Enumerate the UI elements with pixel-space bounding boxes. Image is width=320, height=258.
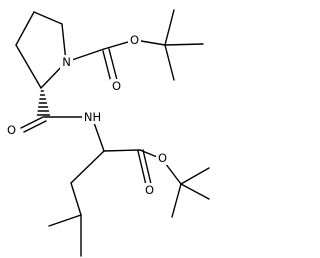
bond-cbeta-cgamma — [70, 182, 82, 216]
amide-nh-label: NH — [84, 110, 101, 124]
bond-tbu2-me3 — [171, 183, 182, 218]
atom-labels: N O O O NH O O — [5, 33, 169, 197]
bond-amide-c-o-double-2 — [23, 120, 47, 133]
boc-group — [65, 9, 204, 87]
bond-tbu-me2 — [164, 43, 204, 46]
molecule-diagram: N O O O NH O O — [5, 9, 210, 257]
ester-oxygen-label: O — [158, 151, 167, 165]
amide-oxygen-label: O — [7, 123, 16, 137]
leucine-ester — [48, 116, 210, 257]
pyrrolidine-ring — [15, 11, 67, 89]
bond-tbu-me3 — [164, 44, 175, 81]
bond-tbu-me1 — [164, 9, 175, 46]
bond-tbu2-me1 — [180, 167, 210, 185]
bond-ester-c-o-double-1 — [137, 150, 147, 186]
bond-ester-c-o-double-2 — [142, 149, 152, 185]
ring-bond-c3-c4 — [15, 11, 35, 46]
bond-tbu2-me2 — [180, 183, 210, 200]
ring-bond-c4-c5 — [33, 11, 63, 25]
bond-calpha-ester-c — [103, 149, 141, 152]
ester-carbonyl-oxygen-label: O — [145, 183, 154, 197]
bond-cgamma-me1 — [48, 214, 82, 227]
amide-group — [20, 116, 93, 133]
stereo-hash-bond — [36, 90, 51, 116]
bond-amide-c-o-double-1 — [20, 116, 44, 129]
ring-bond-c2-c3 — [15, 44, 42, 89]
bond-carbamate-c-o-double-2 — [108, 48, 119, 85]
carbamate-carbonyl-oxygen-label: O — [112, 79, 121, 93]
bond-calpha-cbeta — [70, 150, 105, 184]
ring-nitrogen-label: N — [62, 55, 71, 69]
carbamate-ester-oxygen-label: O — [130, 33, 139, 47]
